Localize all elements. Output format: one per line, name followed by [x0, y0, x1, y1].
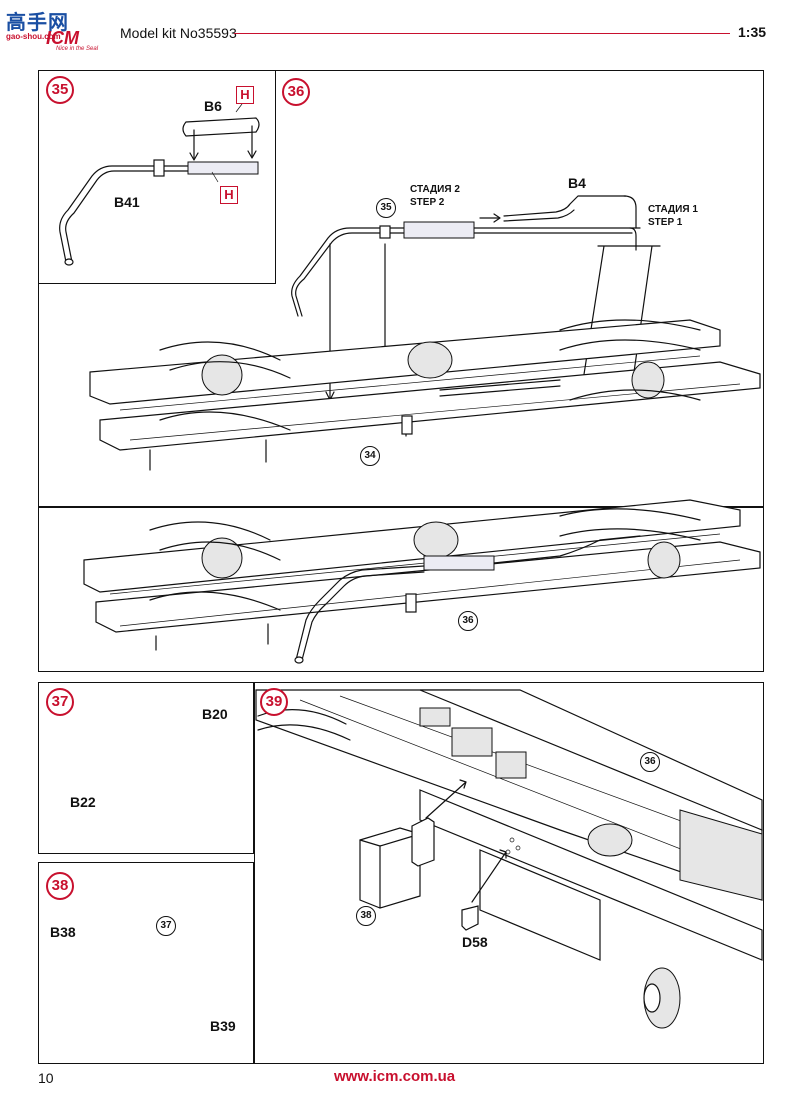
h-mark-bottom: H: [220, 186, 238, 204]
panel-divider: [38, 506, 764, 508]
panel-step39: [254, 682, 764, 1064]
header: 高手网 gao-shou.com ICM Nice in the Seal Mo…: [0, 0, 800, 60]
stage2-ru-label: СТАДИЯ 2: [410, 184, 460, 195]
step-number-37: 37: [46, 688, 74, 716]
h-mark-top: H: [236, 86, 254, 104]
ref-step-35: 35: [376, 198, 396, 218]
part-label-d58: D58: [462, 934, 488, 950]
logo: 高手网 gao-shou.com ICM Nice in the Seal: [6, 6, 110, 54]
page-number: 10: [38, 1070, 54, 1086]
step36-chassis-lower: [83, 499, 761, 664]
part-label-b39: B39: [210, 1018, 236, 1034]
part-label-b38: B38: [50, 924, 76, 940]
step39-drawing: [255, 689, 763, 1029]
part-label-b41: B41: [114, 194, 140, 210]
panel-step35: [38, 70, 276, 284]
ref-step-34: 34: [360, 446, 380, 466]
part-label-b20: B20: [202, 706, 228, 722]
part-label-b4: B4: [568, 175, 586, 191]
panel-step38: [38, 862, 254, 1064]
model-title: Model kit No35593: [120, 25, 237, 41]
step36-chassis-upper: [89, 319, 761, 471]
ref-step-36-b: 36: [640, 752, 660, 772]
step2-en-label: STEP 2: [410, 197, 445, 208]
step-number-39: 39: [260, 688, 288, 716]
ref-step-37: 37: [156, 916, 176, 936]
logo-tagline: Nice in the Seal: [56, 46, 99, 52]
stage1-ru-label: СТАДИЯ 1: [648, 204, 698, 215]
header-rule: [234, 33, 730, 34]
part-label-b6: B6: [204, 98, 222, 114]
ref-step-36: 36: [458, 611, 478, 631]
step1-en-label: STEP 1: [648, 217, 683, 228]
step-number-38: 38: [46, 872, 74, 900]
website-link[interactable]: www.icm.com.ua: [334, 1068, 456, 1085]
step36-exhaust-route: [291, 195, 661, 401]
step-number-36: 36: [282, 78, 310, 106]
step35-drawing: [59, 103, 260, 266]
logo-brand: ICM: [46, 28, 79, 48]
scale-label: 1:35: [738, 24, 767, 40]
logo-domain: gao-shou.com: [6, 32, 61, 41]
part-label-b22: B22: [70, 794, 96, 810]
ref-step-38: 38: [356, 906, 376, 926]
step-number-35: 35: [46, 76, 74, 104]
logo-cn: 高手网: [6, 12, 69, 34]
panel-step37: [38, 682, 254, 854]
